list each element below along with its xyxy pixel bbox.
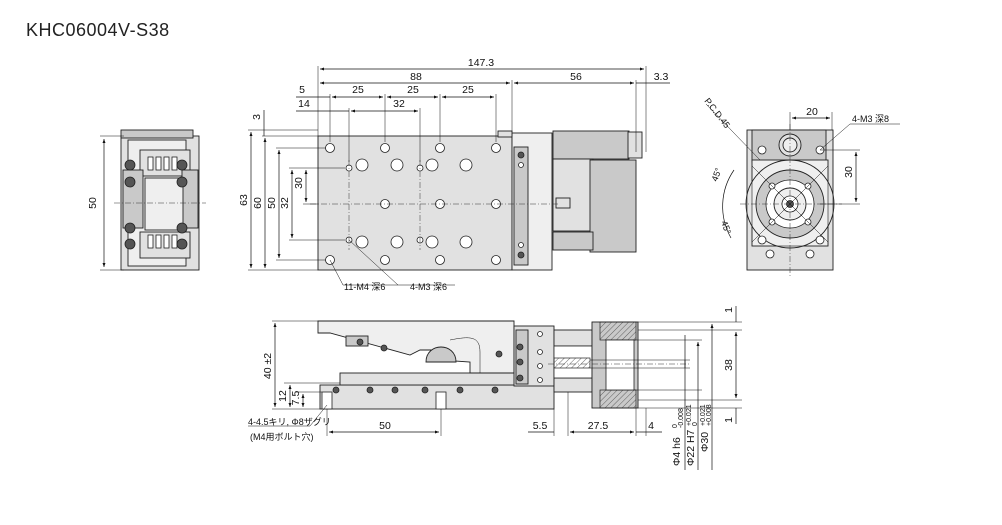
front-view-holes xyxy=(332,331,543,394)
dim-25-b: 25 xyxy=(407,84,419,96)
front-dim-7-5: 7.5 xyxy=(290,391,302,406)
end-view-dim-30: 30 xyxy=(843,166,855,178)
end-view-dim-20: 20 xyxy=(806,106,818,118)
dim-32-h: 32 xyxy=(393,98,405,110)
left-side-view: 50 xyxy=(87,129,206,271)
dim-30-v: 30 xyxy=(293,177,305,189)
left-view-dim-50: 50 xyxy=(87,197,99,209)
left-view-slots xyxy=(147,156,178,249)
front-view: 40 ±2 12 7.5 1 38 1 Φ4 h6 0 -0.008 Φ22 H… xyxy=(248,306,742,470)
end-view-angle-2: 45° xyxy=(719,219,733,236)
dim-50-v: 50 xyxy=(266,197,278,209)
front-dia-22: Φ22 H7 xyxy=(685,429,697,466)
dim-3: 3 xyxy=(251,114,263,120)
front-dim-50: 50 xyxy=(379,420,391,432)
dim-25-a: 25 xyxy=(352,84,364,96)
front-dia-30-tol-upper: +0.021 xyxy=(700,404,707,426)
dim-32-v: 32 xyxy=(279,197,291,209)
left-view-screws xyxy=(124,159,188,250)
end-view-angle-1: 45° xyxy=(709,166,723,183)
dim-60: 60 xyxy=(252,197,264,209)
drawing-title: KHC06004V-S38 xyxy=(26,20,170,40)
front-dia-30: Φ30 xyxy=(699,432,711,452)
front-dim-12: 12 xyxy=(277,390,289,402)
front-dia-4-tol-upper: 0 xyxy=(672,424,679,428)
top-view: 147.3 88 56 3.3 5 25 25 25 14 32 3 63 60 xyxy=(238,57,670,292)
callout-4-m3-deep6: 4-M3 深6 xyxy=(410,282,447,292)
top-view-holes xyxy=(325,143,525,265)
front-dim-27-5: 27.5 xyxy=(588,420,609,432)
dim-63: 63 xyxy=(238,194,250,206)
front-callout-line1: 4-4.5キリ, Φ8ザグリ xyxy=(248,416,331,427)
end-view-callout-4-m3: 4-M3 深8 xyxy=(852,114,889,124)
dim-14: 14 xyxy=(298,98,310,110)
dim-25-c: 25 xyxy=(462,84,474,96)
front-dia-22-tol-upper: +0.021 xyxy=(686,404,693,426)
front-dim-5-5: 5.5 xyxy=(533,420,548,432)
end-view-pcd: P.C.D.45 xyxy=(702,96,732,130)
dim-3-3: 3.3 xyxy=(654,71,669,83)
front-dim-38: 38 xyxy=(723,359,735,371)
front-dim-1-top: 1 xyxy=(723,307,735,313)
callout-11-m4: 11-M4 深6 xyxy=(344,282,385,292)
dim-88: 88 xyxy=(410,71,422,83)
end-view: P.C.D.45 45° 45° 20 30 4-M3 深8 xyxy=(702,96,900,276)
front-dim-1-bottom: 1 xyxy=(723,417,735,423)
dim-5: 5 xyxy=(299,84,305,96)
front-dim-40: 40 ±2 xyxy=(262,353,274,379)
front-callout-line2: (M4用ボルト穴) xyxy=(250,431,314,442)
front-dia-30-tol-lower: +0.008 xyxy=(706,404,713,426)
front-dia-22-tol-lower: 0 xyxy=(692,422,699,426)
dim-147-3: 147.3 xyxy=(468,57,494,69)
front-dia-4: Φ4 h6 xyxy=(671,437,683,466)
front-dim-4: 4 xyxy=(648,420,654,432)
dim-56: 56 xyxy=(570,71,582,83)
front-dia-4-tol-lower: -0.008 xyxy=(678,408,685,428)
